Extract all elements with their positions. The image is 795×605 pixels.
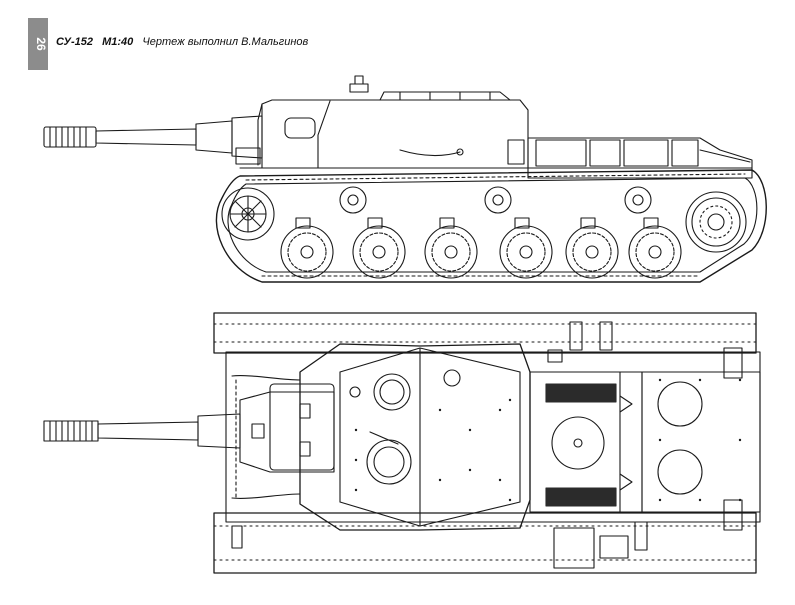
- top-casemate: [299, 343, 531, 531]
- top-engine-deck: [529, 371, 761, 513]
- side-track: [215, 169, 767, 283]
- drawing-caption: СУ-152 М1:40 Чертеж выполнил В.Мальгинов: [56, 36, 308, 48]
- side-idler-wheel: [221, 187, 275, 241]
- top-hatches: [349, 369, 461, 485]
- side-suspension-arms: [295, 217, 659, 229]
- vehicle-title: СУ-152: [56, 36, 93, 48]
- top-view: [43, 312, 761, 574]
- top-gun: [43, 383, 335, 473]
- side-return-rollers: [339, 186, 652, 214]
- top-tracks: [213, 312, 757, 574]
- side-drive-sprocket: [685, 191, 747, 253]
- side-view: [43, 75, 767, 283]
- top-hull: [225, 351, 761, 523]
- drawing-scale: М1:40: [102, 36, 134, 48]
- drawing-credit: Чертеж выполнил В.Мальгинов: [142, 36, 309, 48]
- side-road-wheels: [280, 225, 682, 279]
- top-stowage: [231, 321, 743, 569]
- side-casemate: [235, 75, 529, 169]
- side-rear-hull: [527, 137, 753, 179]
- top-rivets: [354, 378, 742, 502]
- page-number-tab: [28, 18, 48, 70]
- side-gun-barrel: [43, 115, 263, 159]
